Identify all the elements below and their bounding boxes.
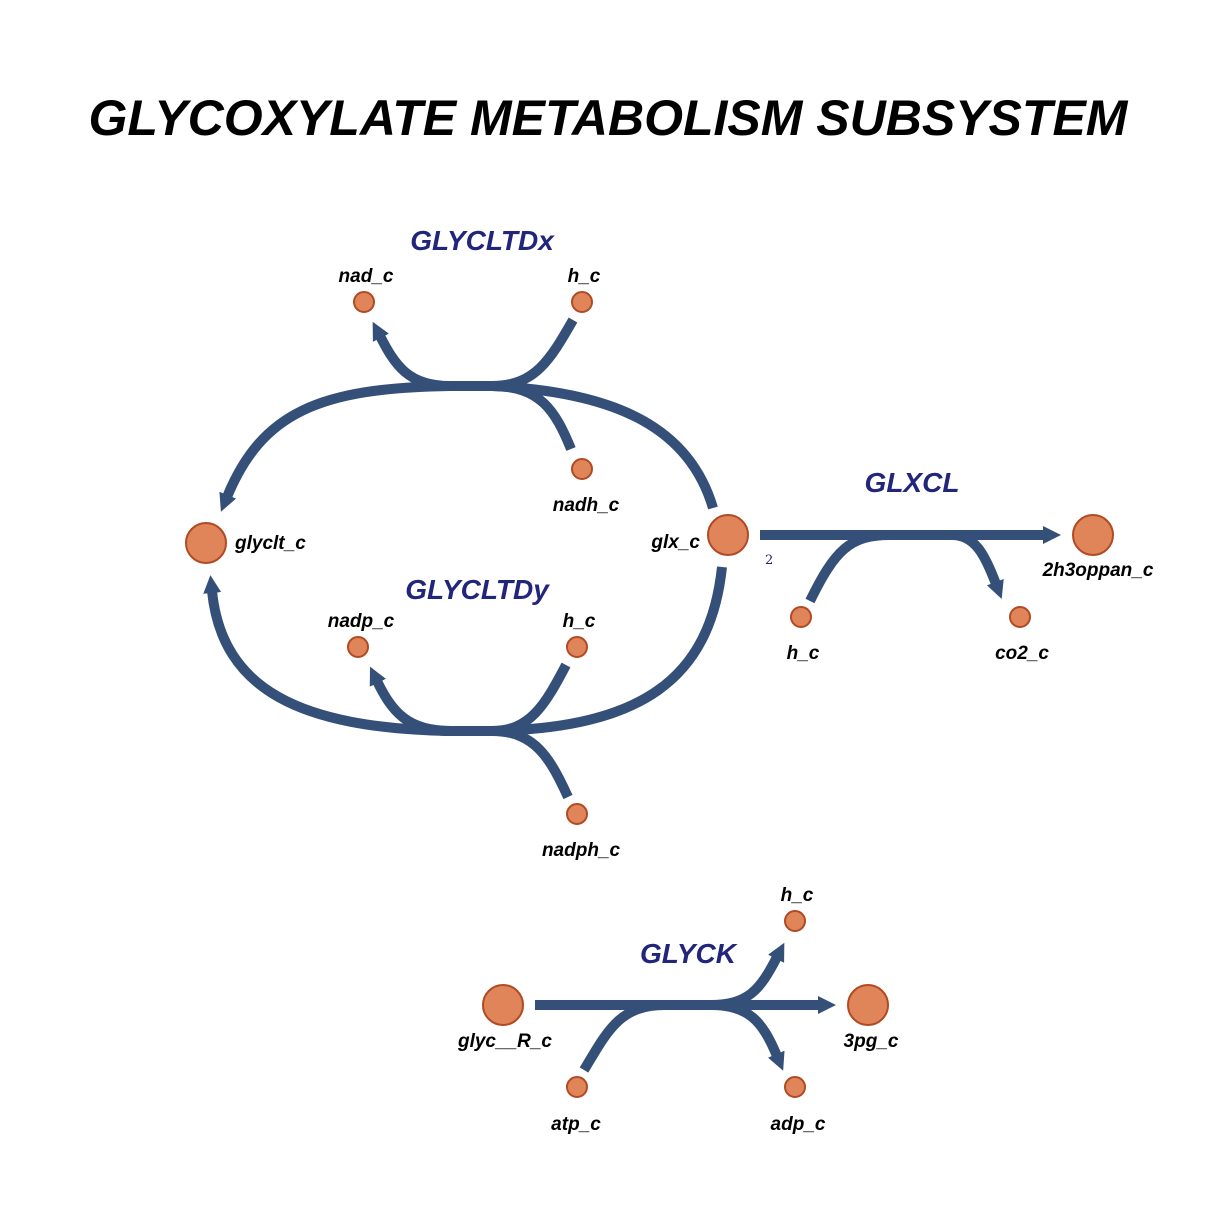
metabolite-label-h-c-4: h_c [781, 885, 814, 906]
glycltdx-edge-nad[interactable] [372, 321, 451, 391]
metabolite-label-co2: co2_c [995, 643, 1049, 664]
glxcl-edge-co2[interactable] [890, 530, 1004, 599]
metabolite-label-nadp: nadp_c [328, 611, 395, 632]
metabolite-label-nad: nad_c [339, 266, 394, 287]
atp-node[interactable] [566, 1076, 588, 1098]
metabolite-label-adp: adp_c [771, 1114, 826, 1135]
reaction-label-glyck[interactable]: GLYCK [640, 938, 738, 969]
h-c-node-1[interactable] [571, 291, 593, 313]
glxcl-edge-hc[interactable] [805, 530, 891, 604]
co2-node[interactable] [1009, 606, 1031, 628]
2h3oppan-node[interactable] [1072, 514, 1114, 556]
metabolite-label-nadph: nadph_c [542, 840, 621, 861]
glycltdx-edge-nadh[interactable] [491, 381, 576, 451]
nadp-node[interactable] [347, 636, 369, 658]
glycltdy-edge-glyclt[interactable] [203, 575, 451, 736]
metabolite-label-glyc-r: glyc__R_c [457, 1031, 552, 1052]
glyclt-node[interactable] [185, 522, 227, 564]
glycltdy-edge-nadph[interactable] [491, 726, 573, 800]
glycltdy-edge-hc[interactable] [491, 662, 571, 736]
3pg-node[interactable] [847, 984, 889, 1026]
glycltdy-edge-nadp[interactable] [369, 666, 451, 736]
glycltdx-edge-hc[interactable] [491, 317, 578, 391]
metabolite-label-2h3oppan: 2h3oppan_c [1042, 560, 1154, 581]
metabolite-label-3pg: 3pg_c [844, 1031, 899, 1052]
metabolite-label-atp: atp_c [551, 1114, 601, 1135]
h-c-node-2[interactable] [566, 636, 588, 658]
adp-node[interactable] [784, 1076, 806, 1098]
reaction-label-glxcl[interactable]: GLXCL [865, 467, 960, 498]
glycltdx-edge-glx[interactable] [450, 381, 718, 510]
glycltdx-edge-glyclt[interactable] [219, 381, 451, 512]
h-c-node-4[interactable] [784, 910, 806, 932]
nad-node[interactable] [353, 291, 375, 313]
metabolite-label-h-c-3: h_c [787, 643, 820, 664]
page-title: GLYCOXYLATE METABOLISM SUBSYSTEM [89, 90, 1129, 146]
stoichiometry-label-glx: 2 [765, 553, 773, 568]
metabolite-label-h-c-2: h_c [563, 611, 596, 632]
glyck-edge-adp[interactable] [709, 1000, 785, 1071]
reaction-label-glycltdx[interactable]: GLYCLTDx [410, 225, 555, 256]
glyck-edge-atp[interactable] [579, 1000, 666, 1073]
glx-node[interactable] [707, 514, 749, 556]
metabolite-label-glx: glx_c [650, 532, 700, 553]
nadph-node[interactable] [566, 803, 588, 825]
metabolite-label-nadh: nadh_c [553, 495, 620, 516]
glycltdy-edge-glx[interactable] [450, 566, 727, 736]
h-c-node-3[interactable] [790, 606, 812, 628]
metabolite-label-h-c-1: h_c [568, 266, 601, 287]
metabolite-label-glyclt: glyclt_c [234, 533, 306, 554]
reaction-label-glycltdy[interactable]: GLYCLTDy [405, 574, 550, 605]
glyc-r-node[interactable] [482, 984, 524, 1026]
nadh-node[interactable] [571, 458, 593, 480]
